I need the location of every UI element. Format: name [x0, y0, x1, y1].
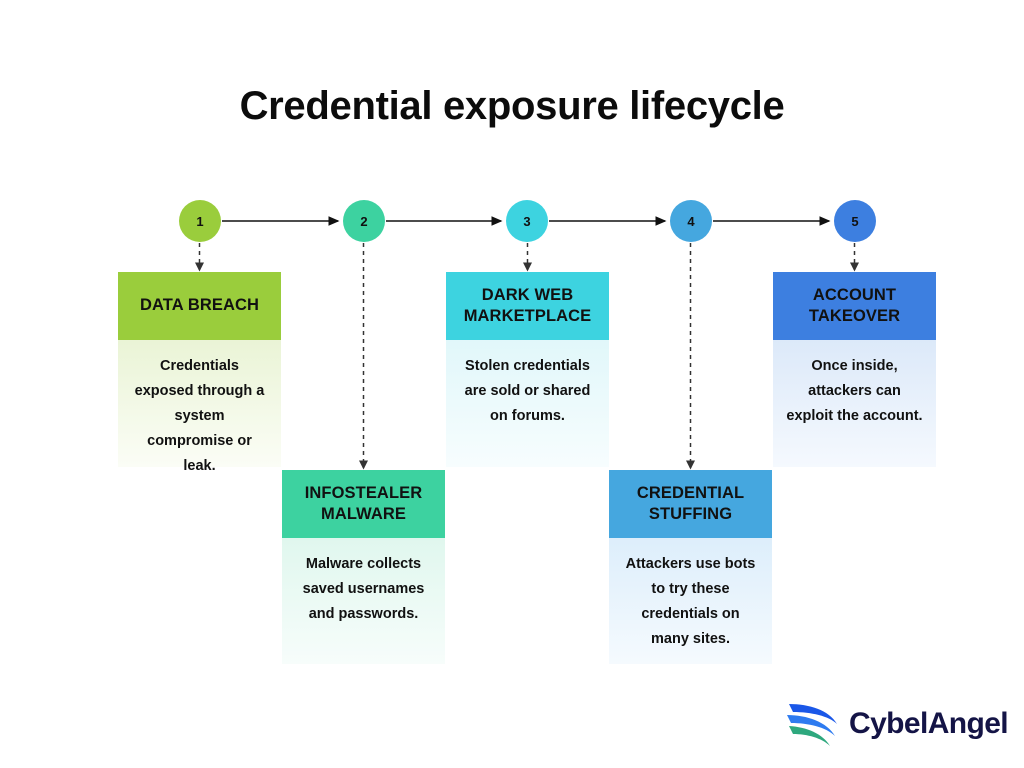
logo-wordmark: CybelAngel	[849, 707, 1009, 740]
timeline-node-label: 4	[687, 213, 695, 229]
stage-card-title: CREDENTIAL STUFFING	[609, 470, 772, 538]
stage-card-description: Malware collects saved usernames and pas…	[282, 538, 445, 664]
timeline-node-3[interactable]: 3	[506, 200, 548, 242]
stage-card-description: Attackers use bots to try these credenti…	[609, 538, 772, 664]
timeline-node-label: 2	[360, 213, 368, 229]
timeline-node-label: 3	[523, 213, 531, 229]
stage-card-description: Stolen credentials are sold or shared on…	[446, 340, 609, 467]
cybelangel-logo: CybelAngel	[783, 694, 1009, 754]
timeline-node-1[interactable]: 1	[179, 200, 221, 242]
stage-card-title: INFOSTEALER MALWARE	[282, 470, 445, 538]
page-title: Credential exposure lifecycle	[239, 84, 785, 128]
timeline-node-label: 1	[196, 213, 204, 229]
stage-card-title: DARK WEB MARKETPLACE	[446, 272, 609, 340]
stage-card-title: DATA BREACH	[118, 272, 281, 340]
timeline-node-5[interactable]: 5	[834, 200, 876, 242]
cybelangel-wing-icon	[787, 704, 837, 746]
timeline-node-2[interactable]: 2	[343, 200, 385, 242]
stage-card-description: Credentials exposed through a system com…	[118, 340, 281, 474]
timeline-node-4[interactable]: 4	[670, 200, 712, 242]
timeline-node-label: 5	[851, 213, 859, 229]
stage-card-description: Once inside, attackers can exploit the a…	[773, 340, 936, 467]
stage-card-title: ACCOUNT TAKEOVER	[773, 272, 936, 340]
